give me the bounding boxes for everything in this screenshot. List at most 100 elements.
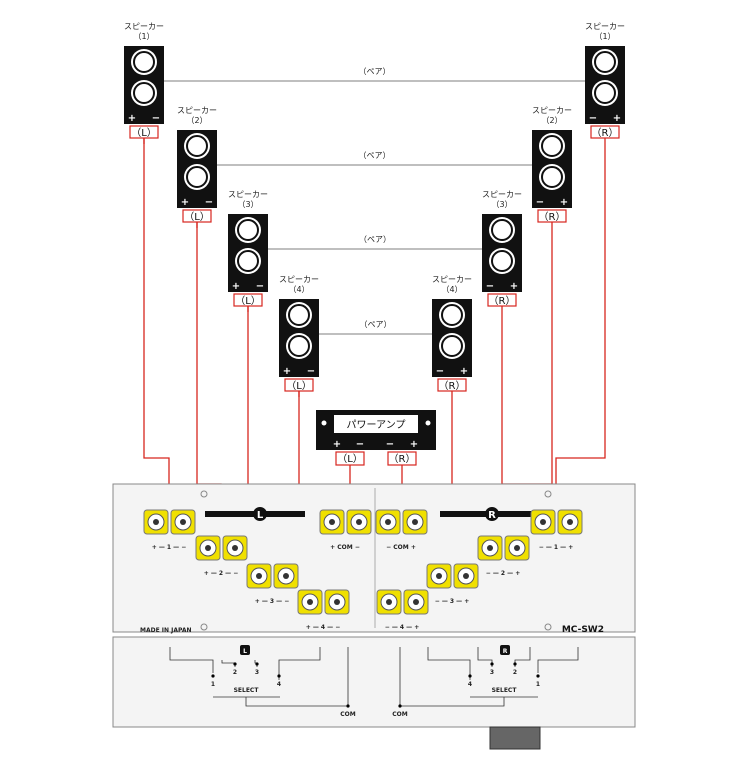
amp-right-tag-box <box>387 451 417 466</box>
jack-pin <box>329 519 335 525</box>
right-group-2-jack-minus <box>504 535 530 561</box>
channel-tag-box <box>284 378 314 392</box>
amp-display <box>334 415 418 433</box>
switch-left-pos-3: 3 <box>255 669 259 676</box>
speaker-driver-ring <box>491 250 513 272</box>
right-group-1-jack-plus <box>530 509 556 535</box>
left-group-2-label: + — 2 — − <box>204 570 239 577</box>
speaker-driver-ring <box>594 51 616 73</box>
right-group-1-label: − — 1 — + <box>539 544 574 551</box>
switch-right-pos-3: 2 <box>513 669 517 676</box>
channel-tag-box <box>590 125 620 139</box>
switch-right-select: SELECT <box>492 687 518 694</box>
jack-pin <box>334 599 340 605</box>
amp-terminal-3: − <box>386 439 394 450</box>
speaker-label: スピーカー <box>279 275 319 284</box>
switch-left-badge-bg <box>240 645 250 655</box>
unit-rear-panel <box>112 483 636 633</box>
jack-pin <box>256 573 262 579</box>
left-group-4-jack-minus <box>324 589 350 615</box>
right-group-3-jack-plus <box>426 563 452 589</box>
speaker-terminal-b: + <box>460 366 468 377</box>
jack-pin <box>514 545 520 551</box>
speaker-number: （1） <box>594 32 615 41</box>
speaker-label: スピーカー <box>482 190 522 199</box>
speaker-L-4: スピーカー（4）+−（L） <box>279 275 319 392</box>
jack-pin <box>385 519 391 525</box>
switch-right-pos-2: 3 <box>490 669 494 676</box>
speaker-number: （3） <box>237 200 258 209</box>
right-group-4-jack-plus <box>376 589 402 615</box>
select-knob <box>489 726 541 750</box>
speaker-driver-ring <box>441 335 463 357</box>
speaker-driver-ring <box>441 304 463 326</box>
switch-left-pos-4: 4 <box>277 681 281 688</box>
switch-right-com-contact <box>398 704 402 708</box>
channel-tag: （R） <box>592 127 619 139</box>
right-badge-bg <box>485 507 499 521</box>
left-group-3-jack-minus <box>273 563 299 589</box>
left-group-1-jack-minus <box>170 509 196 535</box>
wire-right-1 <box>555 138 606 502</box>
amp-screw-right <box>425 420 431 426</box>
model-name: MC-SW2 <box>562 625 604 635</box>
channel-tag-box <box>537 209 567 223</box>
switch-left-com-contact <box>346 704 350 708</box>
speaker-driver-ring <box>133 82 155 104</box>
jack-pin <box>356 519 362 525</box>
speaker-L-2: スピーカー（2）+−（L） <box>177 106 217 223</box>
speaker-terminal-a: − <box>536 197 544 208</box>
switch-right-pos-4: 1 <box>536 681 540 688</box>
com-right-label: − COM + <box>386 544 416 551</box>
left-group-3-jack-plus <box>246 563 272 589</box>
unit-screw <box>544 623 552 631</box>
speaker-terminal-b: + <box>613 113 621 124</box>
com-right-jack-minus <box>402 509 428 535</box>
speaker-number: （2） <box>541 116 562 125</box>
jack-pin <box>232 545 238 551</box>
switch-right-badge: R <box>503 648 508 655</box>
switch-right-badge-bg <box>500 645 510 655</box>
amp-left-tag-box <box>335 451 365 466</box>
speaker-number: （4） <box>441 285 462 294</box>
speaker-terminal-a: − <box>436 366 444 377</box>
switch-right-line-4 <box>537 647 579 673</box>
switch-left-line-4 <box>278 647 321 680</box>
pair-links: （ペア）（ペア）（ペア）（ペア） <box>164 67 585 335</box>
jack-pin <box>436 573 442 579</box>
com-left-label: + COM − <box>330 544 360 551</box>
jack-pin <box>463 573 469 579</box>
pair-label-1: （ペア） <box>359 67 391 76</box>
switch-right-contact-4 <box>536 674 540 678</box>
channel-tag: （R） <box>539 211 566 223</box>
channel-tag-box <box>487 293 517 307</box>
speaker-terminal-a: + <box>283 366 291 377</box>
channel-tag-box <box>182 209 212 223</box>
speaker-terminal-b: − <box>152 113 160 124</box>
speaker-terminal-a: − <box>486 281 494 292</box>
right-group-4-label: − — 4 — + <box>385 624 420 631</box>
channel-tag: （L） <box>184 211 210 223</box>
right-group-4-jack-minus <box>403 589 429 615</box>
jack-pin <box>540 519 546 525</box>
switch-left-contact-3 <box>255 662 259 666</box>
made-in-label: MADE IN JAPAN <box>140 627 192 634</box>
left-group-1-label: + — 1 — − <box>152 544 187 551</box>
jack-pin <box>412 519 418 525</box>
switch-left-contact-2 <box>233 662 237 666</box>
switch-left-contact-4 <box>277 674 281 678</box>
speaker-terminal-b: + <box>560 197 568 208</box>
amp-terminal-4: + <box>410 439 418 450</box>
left-group-1-jack-plus <box>143 509 169 535</box>
switch-left-line-1 <box>169 647 214 673</box>
switch-right-contact-2 <box>490 662 494 666</box>
amp-right-tag: （R） <box>389 453 416 465</box>
speaker-label: スピーカー <box>124 22 164 31</box>
speaker-label: スピーカー <box>532 106 572 115</box>
power-amp: パワーアンプ+−−+（L）（R） <box>316 410 436 466</box>
pair-label-2: （ペア） <box>359 151 391 160</box>
speaker-driver-ring <box>491 219 513 241</box>
right-group-1-jack-minus <box>557 509 583 535</box>
